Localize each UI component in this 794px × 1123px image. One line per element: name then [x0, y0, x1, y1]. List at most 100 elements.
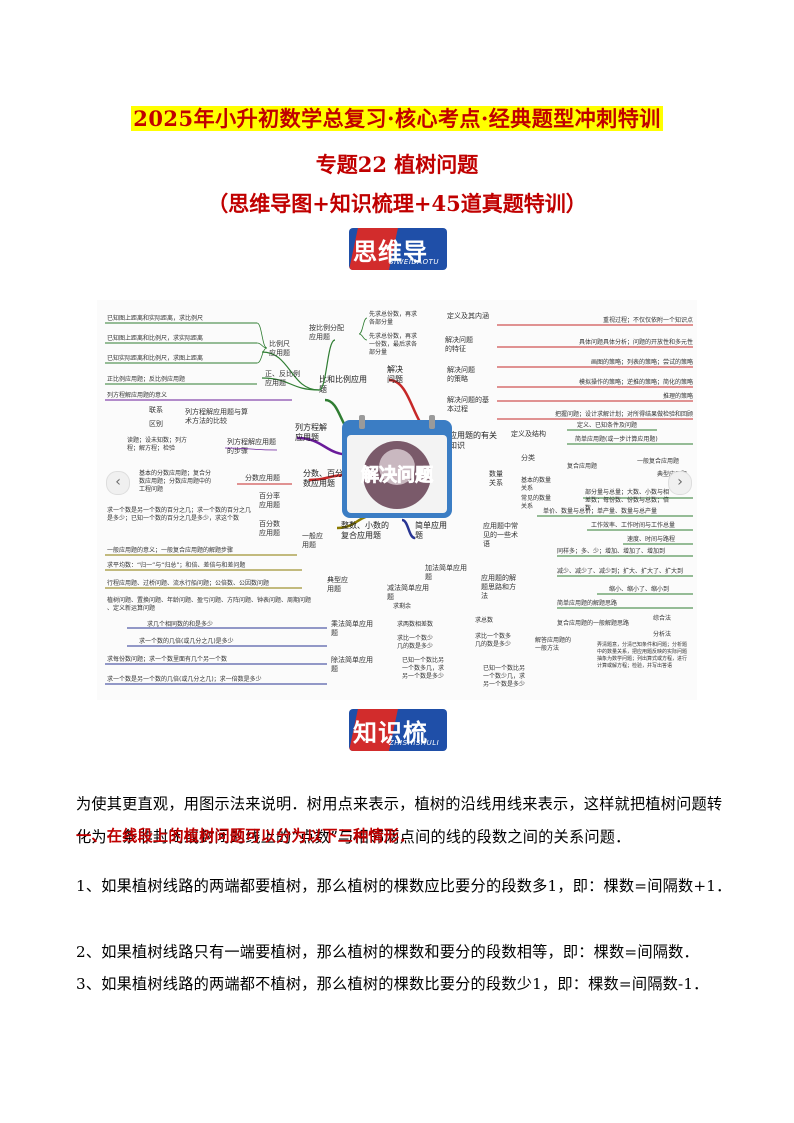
mind-map-node: 把握问题；设计求解计划；对所得结果做检验和回顾 [555, 410, 693, 418]
mind-map-node: 简单应用题(或一步计算应用题) [575, 435, 658, 443]
mind-map-node: 定义及结构 [511, 429, 546, 438]
mind-map-node: 求一个数是另一个数的百分之几；求一个数的百分之几是多少；已知一个数的百分之几是多… [107, 506, 251, 522]
mind-map-connector [261, 377, 320, 391]
mind-map-node: 求比一个数多几的数是多少 [475, 632, 511, 648]
mind-map-node: 一般应用题 [302, 531, 323, 549]
mind-map-node: 模拟操作的策略；逆推的策略；简化的策略 [579, 378, 693, 386]
mind-map-node: 单价、数量与总价；单产量、数量与总产量 [543, 507, 657, 515]
mind-map-node: 正、反比例应用题 [265, 369, 300, 387]
mind-map-node: 分数、百分数应用题 [303, 468, 343, 488]
mind-map-node: 推理的策略 [663, 392, 693, 400]
mind-map-node: 解决问题的特征 [445, 335, 473, 353]
mind-map-node: 整数、小数的复合应用题 [341, 520, 389, 540]
mind-map-node: 先求总份数，再求一份数，最后求各部分量 [369, 332, 417, 356]
mind-map-node: 典型应用题 [327, 575, 348, 593]
mind-map-node: 乘法简单应用题 [331, 619, 373, 637]
mind-map-node: 求平均数：“归一”与“归总”；和倍、差倍与和差问题 [107, 561, 245, 569]
mind-map-node: 比例尺应用题 [269, 339, 290, 357]
mind-map-node: 画图的策略；列表的策略；尝试的策略 [591, 358, 693, 366]
mind-map-node: 简单应用题的解题思路 [557, 599, 617, 607]
mindmap-badge: 思维导图 SIWEIDAOTU [349, 228, 447, 301]
carousel-next-button[interactable]: › [668, 471, 692, 495]
mind-map-connector [256, 342, 268, 349]
mind-map-node: 行程应用题、过桥问题、流水行船问题；公倍数、公因数问题 [107, 579, 269, 587]
mind-map-node: 分类 [521, 453, 535, 462]
document-title: 2025年小升初数学总复习·核心考点·经典题型冲刺特训 [131, 106, 663, 131]
mind-map-node: 区别 [149, 419, 163, 428]
mind-map-node: 求每份数问题；求一个数里面有几个另一个数 [107, 655, 227, 663]
mind-map-node: 解决问题的基本过程 [447, 395, 489, 413]
mind-map-node: 先求总份数，再求各部分量 [369, 310, 417, 326]
mind-map-node: 基本的分数应用题；复合分数应用题；分数应用题中的工程问题 [139, 469, 211, 493]
mind-map-connector [256, 322, 268, 349]
mind-map-node: 应用题的有关知识 [449, 430, 497, 450]
section-heading: 一、在线段上的植树问题可以分为以下三种情形． [76, 827, 415, 845]
mind-map-node: 同样多；多、少；增加、增加了、增加到 [557, 547, 665, 555]
calendar-ring [359, 415, 365, 429]
mind-map-node: 求剩余 [393, 602, 411, 610]
mind-map-node: 解决问题 [387, 364, 403, 384]
mind-map-connector [318, 339, 336, 391]
mind-map-node: 列方程解应用题的步骤 [227, 437, 276, 455]
mind-map-connector [261, 351, 320, 391]
calendar-ring [429, 415, 435, 429]
rule-item-2: 2、如果植树线路只有一端要植树，那么植树的棵数和要分的段数相等，即：棵数=间隔数… [76, 943, 699, 961]
knowledge-badge-pinyin: ZHISHISHULI [389, 739, 440, 747]
mind-map-node: 列方程解应用题 [295, 422, 327, 442]
mind-map-node: 减法简单应用题 [387, 583, 429, 601]
mind-map-node: 加法简单应用题 [425, 563, 467, 581]
mind-map-node: 求几个相同数的和是多少 [147, 620, 213, 628]
topic-title: 专题22 植树问题 [315, 152, 479, 177]
mind-map-node: 分析法 [653, 630, 671, 638]
carousel-prev-button[interactable]: ‹ [106, 471, 130, 495]
mind-map-node: 缩小、缩小了、缩小到 [609, 585, 669, 593]
mind-map-node: 简单应用题 [415, 520, 447, 540]
mind-map-node: 减少、减少了、减少到；扩大、扩大了、扩大到 [557, 567, 683, 575]
subtitle: （思维导图+知识梳理+45道真题特训） [207, 191, 587, 216]
mind-map-node: 已知图上距离和比例尺，求实际距离 [107, 334, 203, 342]
mind-map-node: 按比例分配应用题 [309, 323, 344, 341]
mind-map-node: 分数应用题 [245, 473, 280, 482]
mind-map-node: 工作效率、工作时间与工作总量 [591, 521, 675, 529]
mind-map-node: 一般应用题的意义；一般复合应用题的解题步骤 [107, 546, 233, 554]
mind-map-node: 复合应用题的一般解题思路 [557, 619, 629, 627]
mind-map-connector [224, 447, 278, 451]
mind-map-node: 已知图上距离和实际距离，求比例尺 [107, 314, 203, 322]
mind-map-node: 重视过程；不仅仅依附一个知识点 [603, 316, 693, 324]
mind-map-node: 一般复合应用题 [637, 457, 679, 465]
mind-map-node: 解答应用题的一般方法 [535, 636, 571, 652]
mind-map-node: 数量关系 [489, 469, 503, 487]
mind-map-node: 应用题中常见的一些术语 [483, 521, 518, 548]
mind-map-node: 基本的数量关系 [521, 476, 551, 492]
knowledge-badge: 知识梳理 ZHISHISHULI [349, 709, 447, 782]
mind-map-node: 定义、已知条件及问题 [577, 421, 637, 429]
mind-map-node: 部分量与总量；大数、小数与相差数；每份数、份数与总数；倍数 [585, 488, 669, 512]
mind-map-node: 弄清题意，分清已知条件和问题；分析题中的数量关系，把应用题反映的实际问题抽象为数… [597, 641, 687, 669]
mind-map-node: 读题；设未知数；列方程；解方程；检验 [127, 436, 187, 452]
knowledge-badge-label: 知识梳理 [353, 719, 428, 782]
mind-map-node: 列方程解应用题的意义 [107, 391, 167, 399]
mind-map-node: 正比例应用题；反比例应用题 [107, 375, 185, 383]
mind-map-node: 百分率应用题 [259, 491, 280, 509]
mindmap-badge-label: 思维导图 [353, 238, 428, 301]
mind-map-node: 百分数应用题 [259, 519, 280, 537]
mind-map-connector [401, 518, 416, 540]
mind-map-connector [358, 333, 368, 341]
mind-map-node: 植树问题、置换问题、年龄问题、盈亏问题、方阵问题、钟表问题、周期问题、定义新运算… [107, 596, 311, 612]
mind-map-connector [358, 317, 368, 335]
mind-map-node: 求一个数的几倍(或几分之几)是多少 [139, 637, 234, 645]
mind-map-canvas: 比和比例应用题比例尺应用题正、反比例应用题按比例分配应用题已知图上距离和实际距离… [105, 310, 693, 688]
mindmap-badge-pinyin: SIWEIDAOTU [389, 258, 440, 266]
mind-map-node: 常见的数量关系 [521, 494, 551, 510]
intro-paragraph: 为使其更直观，用图示法来说明．树用点来表示，植树的沿线用线来表示，这样就把植树问… [76, 795, 723, 846]
rule-item-1: 1、如果植树线路的两端都要植树，那么植树的棵数应比要分的段数多1，即：棵数=间隔… [76, 877, 732, 895]
mind-map-node: 解决问题的策略 [447, 365, 475, 383]
mind-map-connector [256, 347, 268, 364]
mind-map-node: 综合法 [653, 614, 671, 622]
mind-map-node: 复合应用题 [567, 462, 597, 470]
mind-map-node: 已知一个数比另一个数多几，求另一个数是多少 [402, 656, 444, 680]
mind-map-node: 联系 [149, 405, 163, 414]
mind-map-node: 具体问题具体分析；问题的开放性和多元性 [579, 338, 693, 346]
mind-map-node: 除法简单应用题 [331, 655, 373, 673]
mind-map-node: 应用题的解题思路和方法 [481, 573, 516, 600]
